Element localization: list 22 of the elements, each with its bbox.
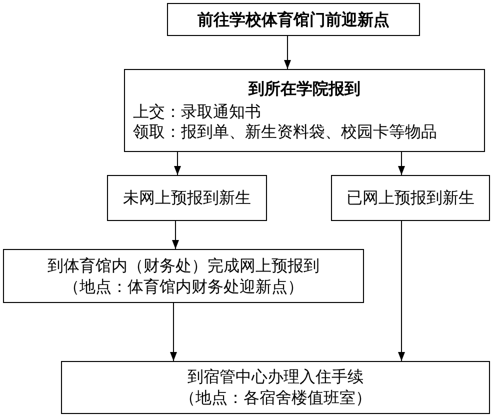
arrow [172,220,179,250]
process-box [124,69,485,152]
process-box [331,175,490,221]
process-box [3,249,364,303]
arrow [398,220,405,362]
process-box [61,361,490,414]
location-note: （地点：各宿舍楼值班室） [180,388,372,408]
arrow [284,36,291,70]
step-text: 上交：录取通知书 [133,102,261,122]
arrow [174,152,181,176]
step-text: 到宿管中心办理入住手续 [188,367,364,387]
step-heading: 前往学校体育馆门前迎新点 [198,10,390,30]
step-text: 未网上预报到新生 [123,188,251,208]
step-text: 领取：报到单、新生资料袋、校园卡等物品 [133,122,437,142]
process-box [107,175,267,221]
step-text: 已网上预报到新生 [346,188,474,208]
step-heading: 到所在学院报到 [248,79,360,99]
location-note: （地点：体育馆内财务处迎新点） [64,276,304,296]
process-box [167,3,420,36]
arrow [398,152,405,176]
step-text: 到体育馆内（财务处）完成网上预报到 [48,256,320,276]
arrow [170,302,177,362]
